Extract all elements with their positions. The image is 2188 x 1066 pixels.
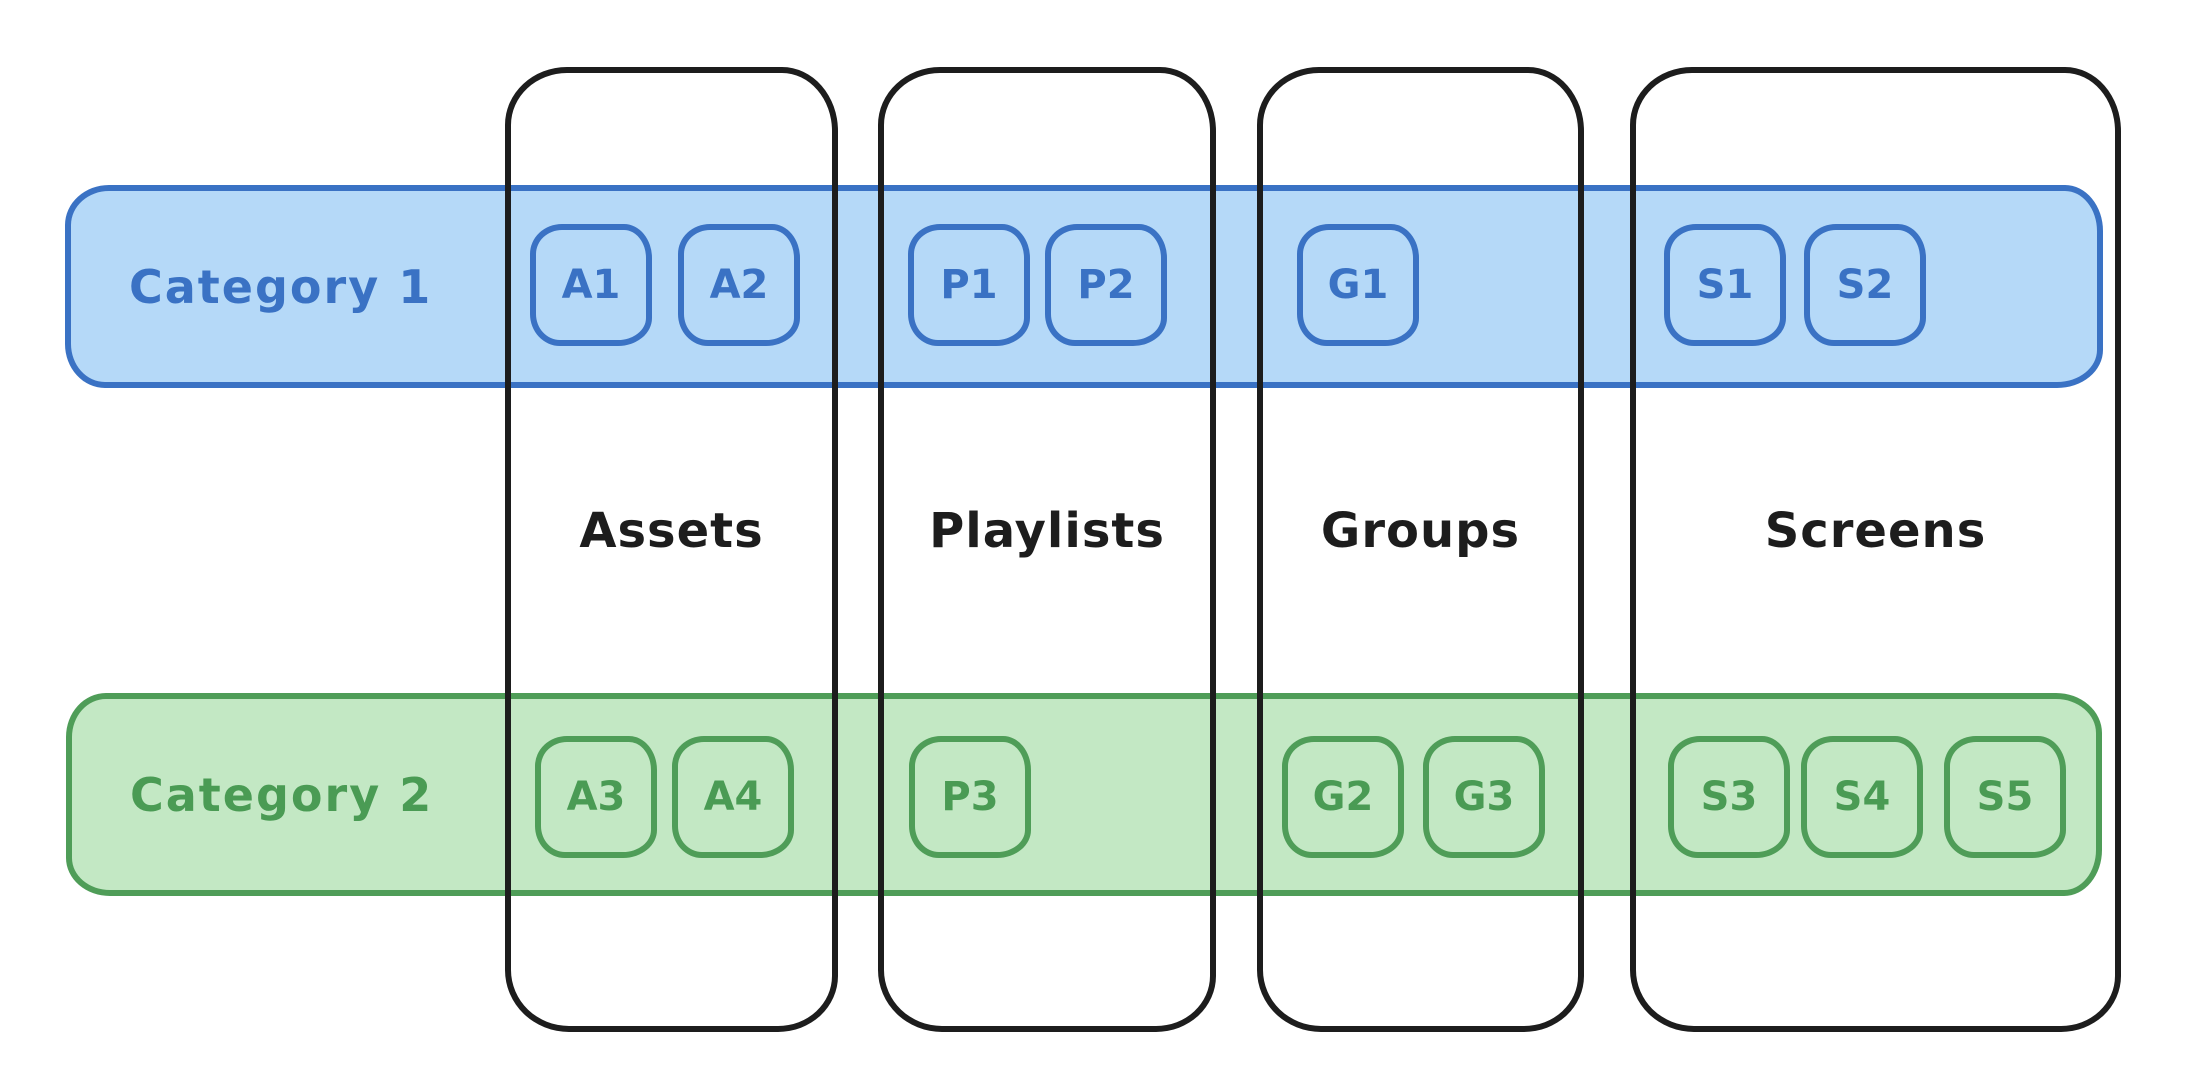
chip-s5: S5 [1944,736,2066,858]
chip-a2: A2 [678,224,800,346]
chip-s3: S3 [1668,736,1790,858]
column-label-assets: Assets [579,503,764,559]
chip-p3: P3 [909,736,1031,858]
chip-s4: S4 [1801,736,1923,858]
category-1-label: Category 1 [129,259,433,314]
chip-p1: P1 [908,224,1030,346]
chip-a4: A4 [672,736,794,858]
chip-p2: P2 [1045,224,1167,346]
column-label-screens: Screens [1764,503,1987,559]
column-label-groups: Groups [1320,503,1521,559]
chip-s2: S2 [1804,224,1926,346]
category-1-band: Category 1 [65,185,2103,388]
chip-g3: G3 [1423,736,1545,858]
column-label-playlists: Playlists [929,503,1165,559]
chip-a3: A3 [535,736,657,858]
chip-g2: G2 [1282,736,1404,858]
chip-a1: A1 [530,224,652,346]
chip-g1: G1 [1297,224,1419,346]
chip-s1: S1 [1664,224,1786,346]
category-2-label: Category 2 [130,767,434,822]
category-2-band: Category 2 [66,693,2102,896]
